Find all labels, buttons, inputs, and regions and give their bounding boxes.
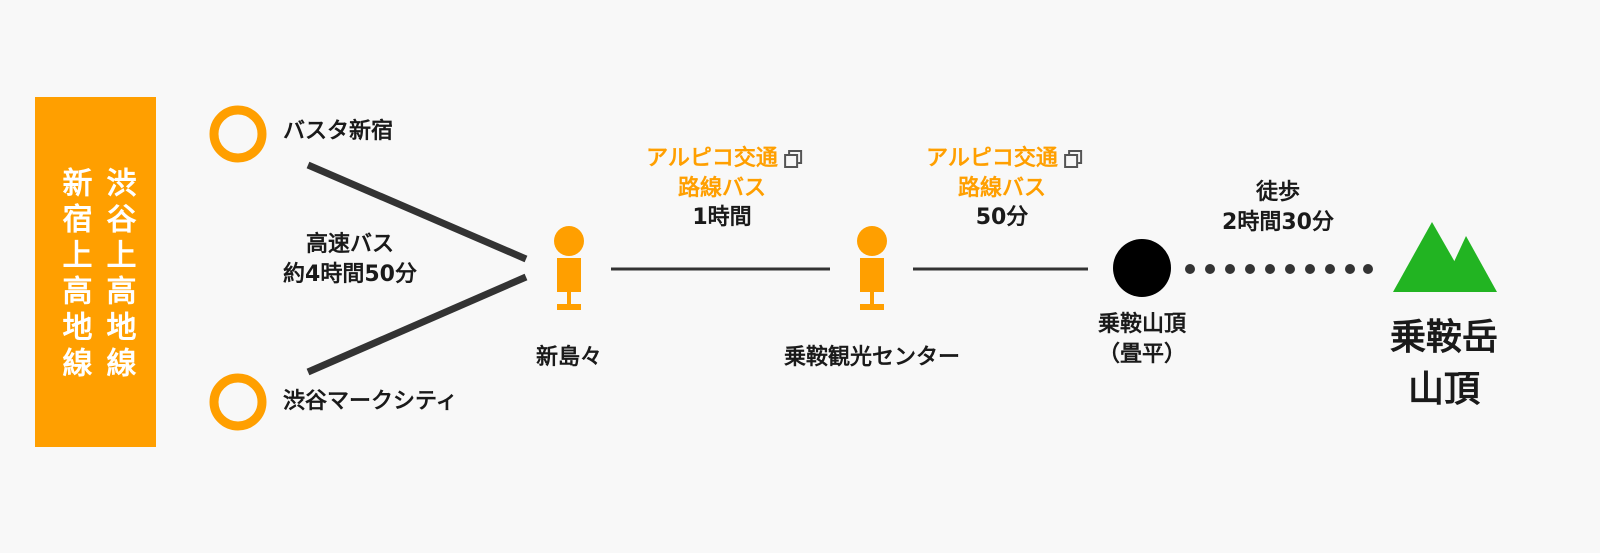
route-name-box: 渋谷上高地線 新宿上高地線 [35,97,156,447]
bus2-leg-label: アルピコ交通 路線バス 50分 [926,144,1082,233]
bus1-leg-label: アルピコ交通 路線バス 1時間 [646,144,802,233]
bus2-line-name: 路線バス [957,175,1046,201]
black-dot-icon [1113,239,1171,297]
express-mode: 高速バス [305,232,394,257]
origin-shibuya-markcity: 渋谷マークシティ [283,389,458,414]
bus-stop-icon-shinshimashima [554,226,584,310]
walk-dotted-line [1185,264,1373,274]
bus2-duration: 50分 [975,205,1029,231]
stop-kanko-center: 乗鞍観光センター [783,345,961,370]
external-link-icon[interactable] [783,150,802,168]
bus1-duration: 1時間 [692,205,752,231]
bus1-operator-link[interactable]: アルピコ交通 [646,146,778,171]
stop-summit-name: 乗鞍山頂 [1097,312,1187,337]
express-line-upper [306,161,528,263]
destination-line1: 乗鞍岳 [1389,317,1499,358]
external-link-icon[interactable] [1063,150,1082,168]
walk-duration: 2時間30分 [1222,209,1334,235]
stop-summit: 乗鞍山頂 （畳平） [1098,310,1186,369]
bus2-operator-link[interactable]: アルピコ交通 [926,146,1058,171]
destination-label: 乗鞍岳 山頂 [1390,312,1498,416]
route-name-shinjuku: 新宿上高地線 [56,167,92,383]
stop-summit-sub: （畳平） [1097,341,1187,367]
ring-icon-markcity [209,373,267,431]
walk-mode: 徒歩 [1255,180,1300,205]
bus-stop-icon-kanko-center [857,226,887,310]
mountain-icon [1393,222,1497,292]
route-name-shibuya: 渋谷上高地線 [100,167,136,383]
express-duration: 約4時間50分 [283,261,417,287]
stop-shinshimashima: 新島々 [535,345,603,370]
express-line-lower [306,273,528,376]
express-leg-label: 高速バス 約4時間50分 [283,230,417,289]
destination-line2: 山頂 [1407,369,1481,411]
ring-icon-busta [209,105,267,163]
bus1-line-name: 路線バス [677,175,766,201]
origin-busta-shinjuku: バスタ新宿 [283,119,394,144]
walk-leg-label: 徒歩 2時間30分 [1222,178,1334,237]
